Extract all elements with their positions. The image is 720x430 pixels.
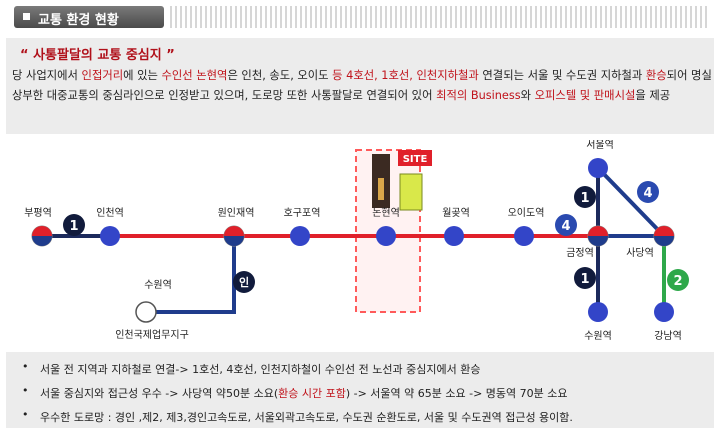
building-annex-icon bbox=[399, 173, 423, 211]
station-suwon-left bbox=[135, 301, 157, 323]
station-hogupo bbox=[290, 226, 310, 246]
paragraph-text: 되어 명실상부한 대중교통의 중심라인으로 인정받고 있으며, 도로망 또한 사… bbox=[12, 69, 712, 102]
station-nonhyeon bbox=[376, 226, 396, 246]
transfer-station-woninjae bbox=[223, 225, 245, 247]
label-incheon-complex: 인천국제업무지구 bbox=[115, 328, 189, 341]
site-label: SITE bbox=[403, 154, 428, 165]
paragraph-text: 은 인천, 송도, 오이도 bbox=[227, 69, 333, 82]
svg-text:1: 1 bbox=[69, 219, 78, 234]
label-woninjae: 원인재역 bbox=[218, 207, 255, 219]
highlight-text: 수인선 논현역 bbox=[161, 69, 228, 82]
paragraph-text: 당 사업지에서 bbox=[12, 69, 82, 82]
station-gangnam bbox=[654, 302, 674, 322]
station-seoul bbox=[588, 158, 608, 178]
line1-lower-badge: 1 bbox=[574, 267, 596, 289]
line2-badge: 2 bbox=[667, 269, 689, 291]
label-wolgot: 월곶역 bbox=[442, 207, 470, 219]
label-suwon-right: 수원역 bbox=[584, 330, 612, 342]
svg-text:1: 1 bbox=[580, 272, 589, 287]
building-emblem-icon bbox=[378, 178, 384, 200]
incheon-line-branch bbox=[148, 236, 236, 314]
svg-text:4: 4 bbox=[643, 186, 652, 201]
paragraph-text: 연결되는 서울 및 수도권 지하철과 bbox=[478, 69, 646, 82]
label-gangnam: 강남역 bbox=[654, 330, 682, 342]
intro-headline: “ 사통팔달의 교통 중심지 ” bbox=[20, 48, 175, 63]
highlight-text: 최적의 Business bbox=[436, 89, 521, 102]
transfer-station-bupyeong bbox=[31, 225, 53, 247]
site-label-box bbox=[398, 150, 432, 166]
label-incheon: 인천역 bbox=[96, 207, 124, 219]
paragraph-text: 에 있는 bbox=[123, 69, 162, 82]
label-hogupo: 호구포역 bbox=[284, 207, 321, 219]
svg-text:4: 4 bbox=[561, 219, 570, 234]
title-decoration-stripes bbox=[170, 6, 710, 28]
highlight-text: 오피스텔 및 판매시설 bbox=[534, 89, 636, 102]
transfer-station-sadang bbox=[653, 225, 675, 247]
paragraph-text: 와 bbox=[520, 89, 535, 102]
paragraph-text: 을 제공 bbox=[635, 89, 671, 102]
line4-upper-badge: 4 bbox=[637, 181, 659, 203]
highlight-text: 환승 bbox=[645, 69, 667, 82]
highlight-text: 인접거리 bbox=[81, 69, 124, 82]
station-oido bbox=[514, 226, 534, 246]
station-suwon-right bbox=[588, 302, 608, 322]
line1-left-badge: 1 bbox=[63, 214, 85, 236]
incheon-line-badge: 인 bbox=[233, 271, 255, 293]
notes-box: • 서울 전 지역과 지하철로 연결-> 1호선, 4호선, 인천지하철이 수인… bbox=[6, 352, 714, 428]
title-square-icon bbox=[23, 13, 30, 20]
svg-text:2: 2 bbox=[673, 274, 682, 289]
label-seoul: 서울역 bbox=[586, 140, 614, 151]
subway-route-map: SITE 1 4 1 4 1 2 인 bbox=[24, 140, 689, 342]
line1-upper-badge: 1 bbox=[574, 186, 596, 208]
intro-paragraph: 당 사업지에서 인접거리에 있는 수인선 논현역은 인천, 송도, 오이도 등 … bbox=[12, 66, 712, 106]
label-geumjeong: 금정역 bbox=[566, 247, 594, 259]
line4-mid-badge: 4 bbox=[555, 214, 577, 236]
station-wolgot bbox=[444, 226, 464, 246]
station-incheon bbox=[100, 226, 120, 246]
svg-text:인: 인 bbox=[239, 275, 249, 289]
transfer-station-geumjeong bbox=[587, 225, 609, 247]
section-title-bar: 교통 환경 현황 bbox=[14, 6, 164, 28]
label-sadang: 사당역 bbox=[626, 247, 654, 259]
line4-diagonal bbox=[596, 166, 666, 238]
svg-text:1: 1 bbox=[580, 191, 589, 206]
label-bupyeong: 부평역 bbox=[24, 207, 52, 219]
intro-box: “ 사통팔달의 교통 중심지 ” 당 사업지에서 인접거리에 있는 수인선 논현… bbox=[6, 38, 714, 134]
label-nonhyeon: 논현역 bbox=[372, 207, 400, 219]
label-oido: 오이도역 bbox=[508, 207, 545, 219]
highlight-text: 등 4호선, 1호선, 인천지하철과 bbox=[332, 69, 479, 82]
section-title: 교통 환경 현황 bbox=[38, 13, 119, 28]
label-suwon-left: 수원역 bbox=[144, 279, 172, 291]
